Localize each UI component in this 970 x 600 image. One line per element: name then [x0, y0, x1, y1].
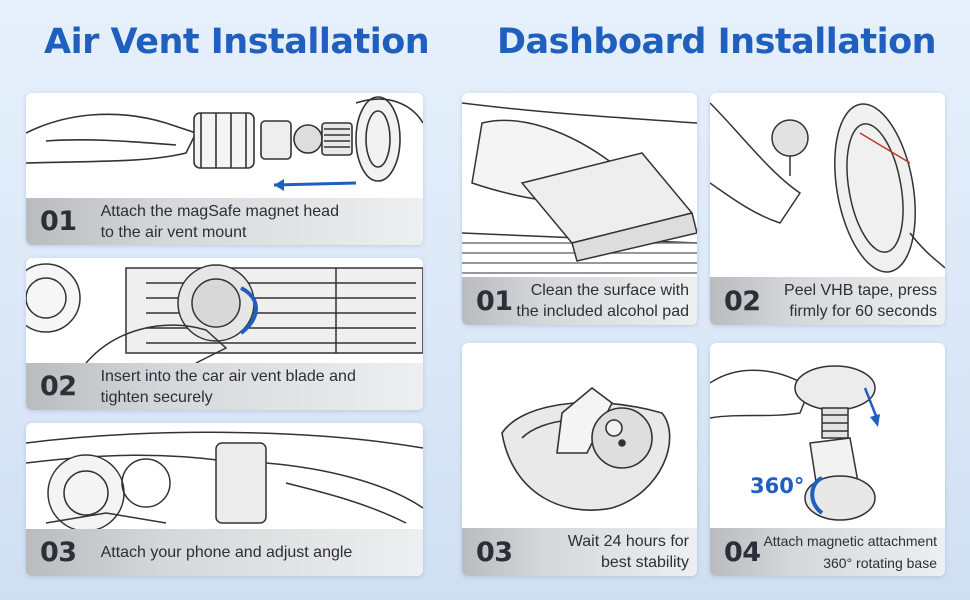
step-number: 02	[724, 285, 761, 317]
mount-on-dashboard-illustration	[501, 386, 671, 511]
air-vent-step-2-caption: 02 Insert into the car air vent blade an…	[26, 363, 423, 410]
step-text: Attach the magSafe magnet head to the ai…	[100, 202, 339, 241]
air-vent-step-2-card: 02 Insert into the car air vent blade an…	[26, 258, 423, 410]
step-number: 04	[724, 536, 761, 568]
step-text: Insert into the car air vent blade and t…	[100, 367, 356, 406]
dashboard-step-4-card: 360° 04 Attach magnetic attachment 360° …	[710, 343, 945, 576]
air-vent-step-1-caption: 01 Attach the magSafe magnet head to the…	[26, 198, 423, 245]
step-text: Clean the surface with the included alco…	[516, 282, 689, 320]
step-number: 02	[40, 371, 77, 402]
dashboard-heading: Dashboard Installation	[497, 22, 937, 62]
step-text: Attach your phone and adjust angle	[100, 544, 353, 561]
step-number: 01	[476, 285, 513, 317]
dashboard-step-2-card: 02 Peel VHB tape, press firmly for 60 se…	[710, 93, 945, 325]
dashboard-step-4-caption: 04 Attach magnetic attachment 360° rotat…	[710, 528, 945, 576]
air-vent-heading: Air Vent Installation	[44, 22, 430, 62]
magnet-head-attach-illustration	[26, 96, 423, 191]
step-number: 01	[40, 206, 77, 237]
dashboard-step-1-caption: 01 Clean the surface with the included a…	[462, 277, 697, 325]
step-text: Peel VHB tape, press firmly for 60 secon…	[784, 282, 937, 320]
peel-tape-illustration	[710, 102, 945, 273]
air-vent-step-3-caption: 03 Attach your phone and adjust angle	[26, 529, 423, 576]
dashboard-step-3-caption: 03 Wait 24 hours for best stability	[462, 528, 697, 576]
vent-insert-illustration	[26, 263, 423, 363]
air-vent-step-1-card: 01 Attach the magSafe magnet head to the…	[26, 93, 423, 245]
clean-surface-illustration	[462, 102, 697, 274]
step-text: Wait 24 hours for best stability	[567, 533, 689, 571]
dashboard-step-2-caption: 02 Peel VHB tape, press firmly for 60 se…	[710, 277, 945, 325]
phone-attached-interior-illustration	[26, 431, 423, 529]
rotation-label: 360°	[750, 474, 805, 498]
air-vent-step-3-card: 03 Attach your phone and adjust angle	[26, 423, 423, 576]
magnetic-attachment-illustration	[710, 365, 880, 521]
dashboard-step-1-card: 01 Clean the surface with the included a…	[462, 93, 697, 325]
step-number: 03	[476, 536, 513, 568]
dashboard-step-3-card: 03 Wait 24 hours for best stability	[462, 343, 697, 576]
step-number: 03	[40, 537, 77, 568]
step-text: Attach magnetic attachment 360° rotating…	[763, 533, 937, 571]
